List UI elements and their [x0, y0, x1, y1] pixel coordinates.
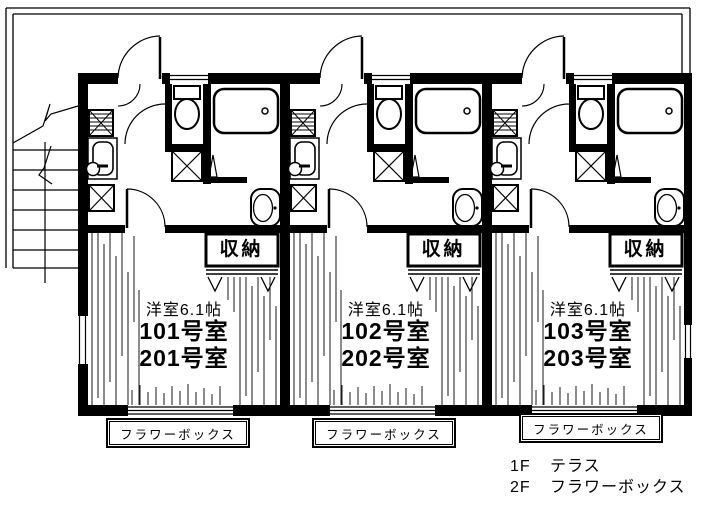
flower-box-unit-102: フラワーボックス [312, 418, 456, 448]
unit-101-closet-label: 収納 [219, 239, 264, 260]
staircase [12, 103, 79, 283]
unit-103-room-number: 103号室 [543, 318, 633, 344]
flower-box-label: フラワーボックス [533, 422, 649, 437]
flower-box-label: フラワーボックス [120, 427, 236, 442]
legend-row-1f: 1F テラス [510, 456, 686, 477]
right-outer-wall [684, 73, 692, 416]
flower-box-unit-103: フラワーボックス [519, 413, 663, 443]
right-wall-window [683, 325, 693, 358]
stair-break-line [12, 103, 79, 144]
unit-101-size-label: 洋室6.1帖 [145, 302, 223, 319]
stair-direction-mark [38, 145, 53, 185]
unit-103-closet-label: 収納 [623, 239, 668, 260]
flower-box-label: フラワーボックス [326, 427, 442, 442]
site-boundary [5, 7, 691, 268]
unit-103-size-label: 洋室6.1帖 [549, 302, 627, 319]
unit-102-size-label: 洋室6.1帖 [347, 302, 425, 319]
legend-feature-1f: テラス [550, 458, 601, 475]
floor-legend: 1F テラス 2F フラワーボックス [510, 456, 686, 498]
unit-101-room-number: 101号室 [139, 318, 229, 344]
legend-floor-2f: 2F [510, 479, 531, 496]
legend-floor-1f: 1F [510, 458, 531, 475]
flower-box-frame: フラワーボックス [522, 416, 660, 440]
unit-202-room-number: 202号室 [341, 345, 431, 371]
flower-box-frame: フラワーボックス [315, 421, 453, 445]
unit-102-closet-label: 収納 [421, 239, 466, 260]
legend-row-2f: 2F フラワーボックス [510, 477, 686, 498]
flower-box-frame: フラワーボックス [109, 421, 247, 445]
flower-box-unit-101: フラワーボックス [106, 418, 250, 448]
unit-203-room-number: 203号室 [543, 345, 633, 371]
left-wall-window [77, 316, 89, 364]
legend-feature-2f: フラワーボックス [550, 479, 686, 496]
unit-201-room-number: 201号室 [139, 345, 229, 371]
unit-102-room-number: 102号室 [341, 318, 431, 344]
